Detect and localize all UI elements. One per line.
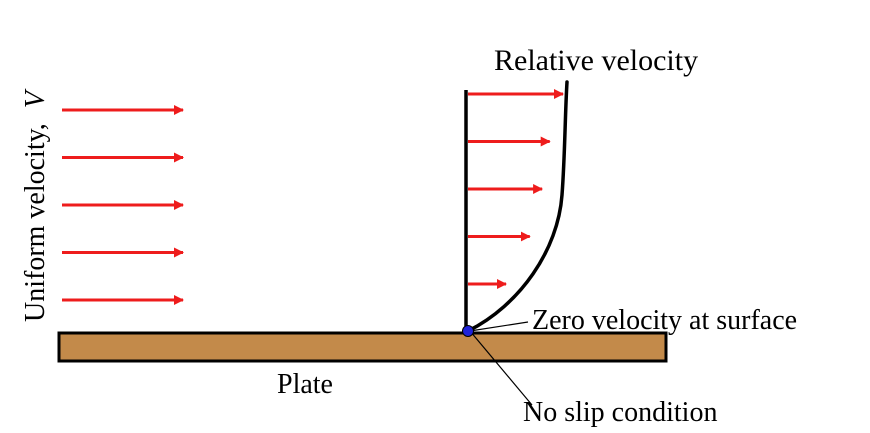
uniform-velocity-symbol: V <box>20 88 51 108</box>
velocity-profile-arrows <box>468 89 564 289</box>
zero-velocity-leader <box>469 321 529 332</box>
uniform-velocity-text: Uniform velocity, <box>20 123 51 322</box>
no-slip-label: No slip condition <box>523 397 717 428</box>
zero-velocity-label: Zero velocity at surface <box>532 305 797 336</box>
uniform-velocity-label: Uniform velocity, V <box>20 88 51 322</box>
plate-label: Plate <box>277 369 333 400</box>
relative-velocity-label: Relative velocity <box>494 44 698 77</box>
no-slip-leader <box>469 330 533 406</box>
contact-point <box>462 325 474 337</box>
plate <box>57 331 668 363</box>
uniform-flow-arrows <box>62 105 184 305</box>
velocity-profile-curve <box>466 80 569 333</box>
